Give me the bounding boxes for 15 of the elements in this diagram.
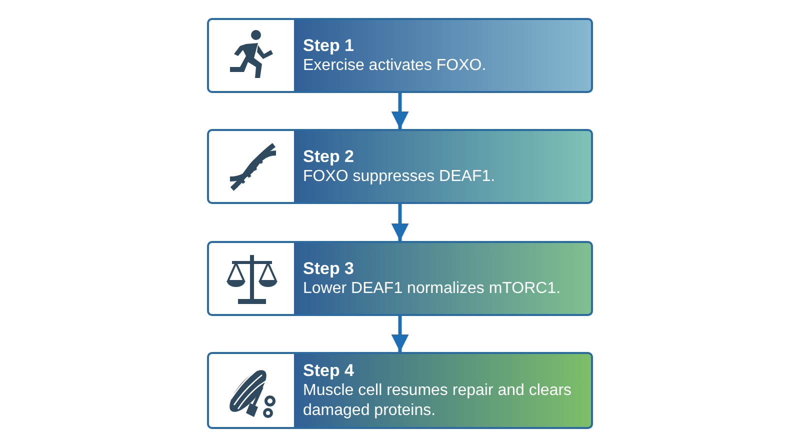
step-description: Lower DEAF1 normalizes mTORC1. — [303, 279, 562, 299]
step-heading: Step 2 — [303, 146, 356, 167]
step-description: FOXO suppresses DEAF1. — [303, 167, 496, 187]
step-description: Muscle cell resumes repair and clears damaged proteins. — [303, 381, 573, 421]
step-card — [207, 18, 593, 93]
arrow — [391, 316, 409, 352]
step-heading: Step 1 — [303, 35, 356, 56]
arrow — [391, 204, 409, 241]
step-description: Exercise activates FOXO. — [303, 56, 488, 76]
step-heading: Step 3 — [303, 258, 356, 279]
step-card — [207, 352, 593, 429]
arrow — [391, 93, 409, 129]
step-card — [207, 241, 593, 316]
step-heading: Step 4 — [303, 360, 356, 381]
step-card — [207, 129, 593, 204]
